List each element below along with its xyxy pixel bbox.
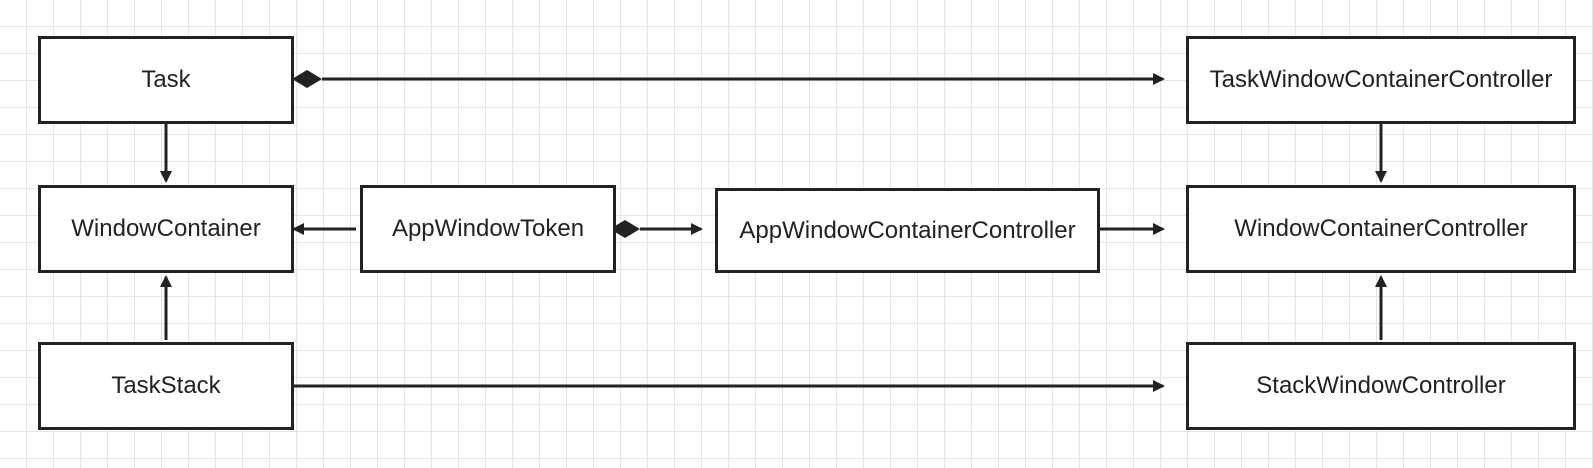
- node-stack-window-controller[interactable]: StackWindowController: [1186, 342, 1576, 430]
- composition-diamond-task: [292, 70, 322, 88]
- node-task-stack[interactable]: TaskStack: [38, 342, 294, 430]
- node-task-window-container-controller[interactable]: TaskWindowContainerController: [1186, 36, 1576, 124]
- node-app-window-container-controller[interactable]: AppWindowContainerController: [715, 188, 1100, 273]
- node-task[interactable]: Task: [38, 36, 294, 124]
- node-app-window-token[interactable]: AppWindowToken: [360, 185, 616, 273]
- composition-diamond-app-window-token: [610, 220, 640, 238]
- node-window-container-controller[interactable]: WindowContainerController: [1186, 185, 1576, 273]
- node-window-container[interactable]: WindowContainer: [38, 185, 294, 273]
